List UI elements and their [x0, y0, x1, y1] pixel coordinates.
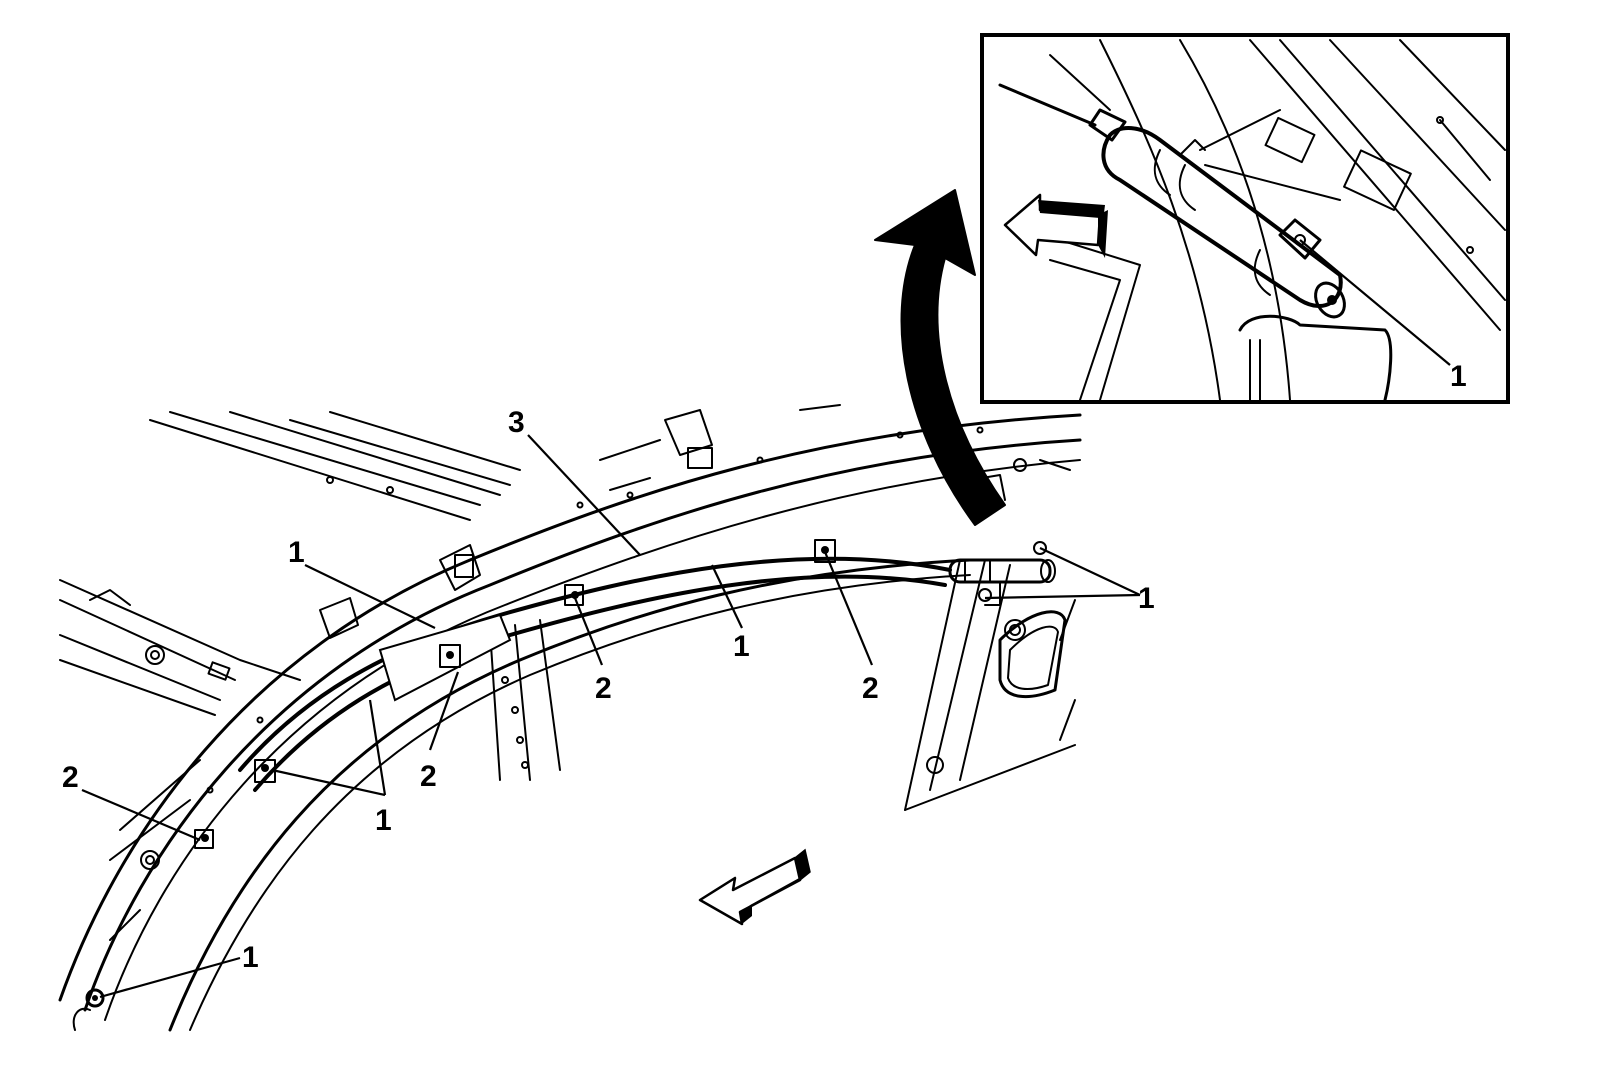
callout-1-bottom: 1 [242, 941, 259, 974]
detail-inset: 1 [980, 33, 1510, 404]
callout-2-lower-mid: 2 [420, 760, 437, 793]
callout-2-left: 2 [62, 761, 79, 794]
callout-2-center-right: 2 [862, 672, 879, 705]
callout-1-upper-left: 1 [288, 536, 305, 569]
roof-rail-airbag [85, 539, 1056, 1008]
callout-1-right: 1 [1138, 582, 1155, 615]
callout-labels: 3 1 1 1 1 1 2 2 2 2 [62, 406, 1155, 974]
callout-3: 3 [508, 406, 525, 439]
detail-pointer-arrow [874, 189, 1006, 526]
roof-structure [58, 404, 1082, 1032]
callout-1-lower-left: 1 [375, 804, 392, 837]
callout-1-center: 1 [733, 630, 750, 663]
forward-direction-arrow [698, 848, 811, 926]
callout-detail-1: 1 [1450, 360, 1467, 393]
leader-lines [81, 434, 1141, 999]
callout-2-center-left: 2 [595, 672, 612, 705]
